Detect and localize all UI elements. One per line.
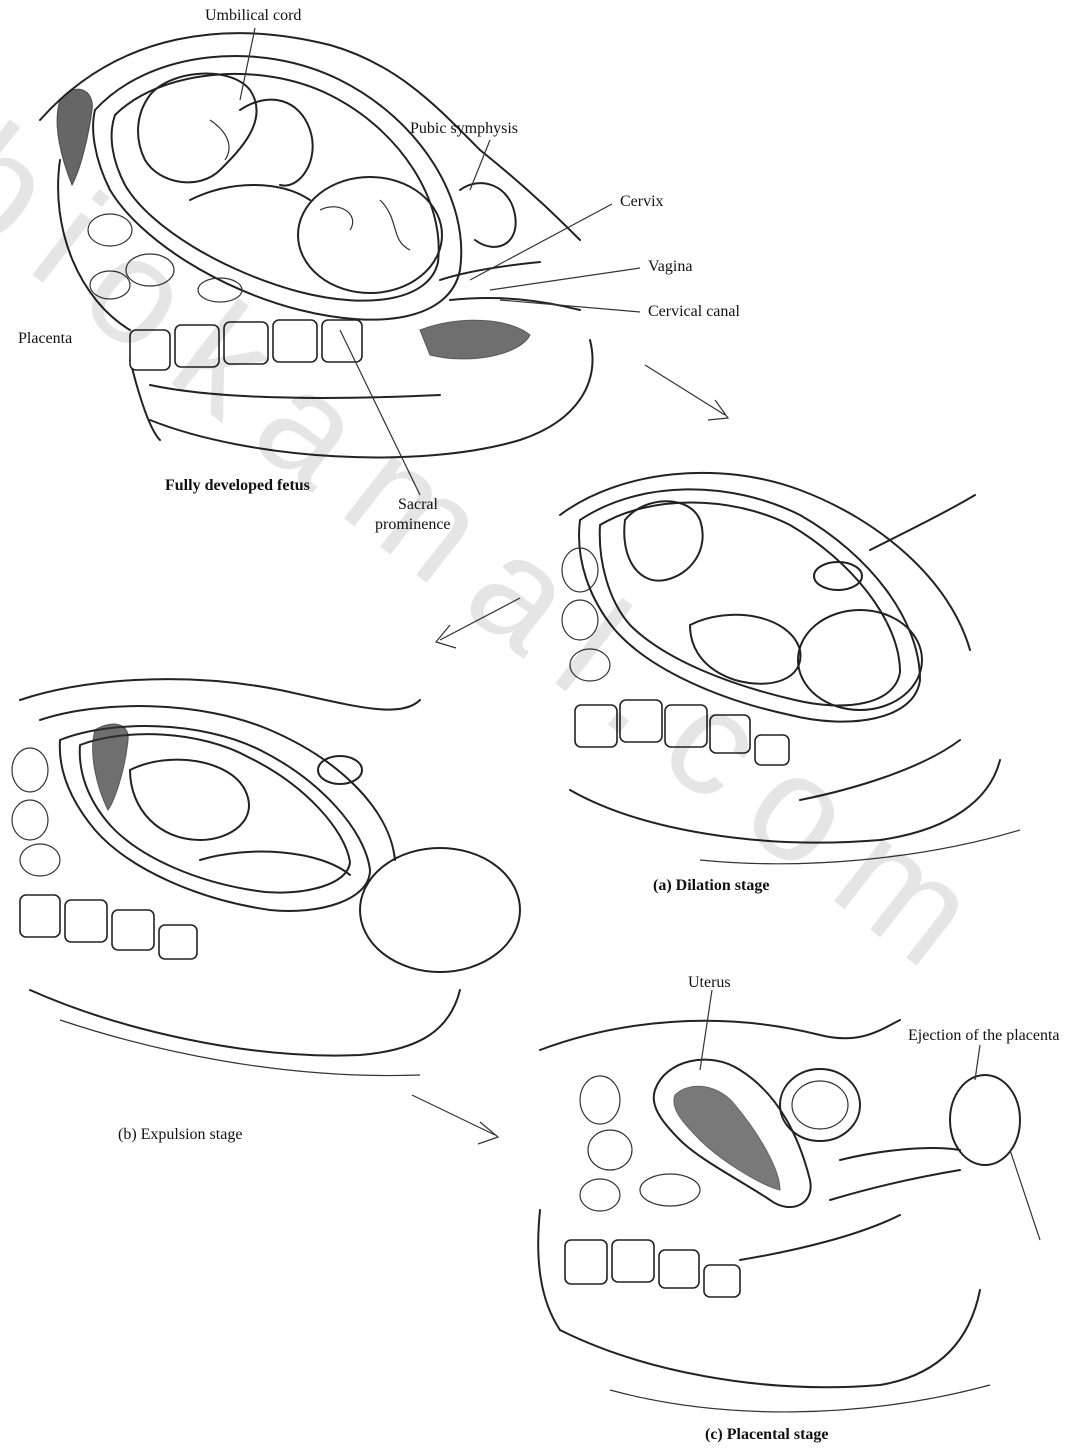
label-cervical-canal: Cervical canal xyxy=(648,303,740,321)
label-vagina: Vagina xyxy=(648,258,692,276)
label-umbilical-cord: Umbilical cord xyxy=(205,7,301,25)
label-pubic-symphysis: Pubic symphysis xyxy=(410,120,518,138)
label-uterus: Uterus xyxy=(688,974,731,992)
label-sacral-prominence-1: Sacral xyxy=(398,496,438,514)
caption-expulsion-stage: (b) Expulsion stage xyxy=(118,1126,242,1144)
panel-expulsion-stage xyxy=(12,679,520,1075)
caption-placental-stage: (c) Placental stage xyxy=(705,1426,829,1444)
caption-fully-developed-fetus: Fully developed fetus xyxy=(165,477,310,495)
caption-dilation-stage: (a) Dilation stage xyxy=(653,877,769,895)
label-ejection-placenta: Ejection of the placenta xyxy=(908,1027,1059,1045)
label-sacral-prominence-2: prominence xyxy=(375,516,451,534)
label-cervix: Cervix xyxy=(620,193,664,211)
panel-placental-stage xyxy=(538,1020,1040,1412)
label-placenta: Placenta xyxy=(18,330,72,348)
